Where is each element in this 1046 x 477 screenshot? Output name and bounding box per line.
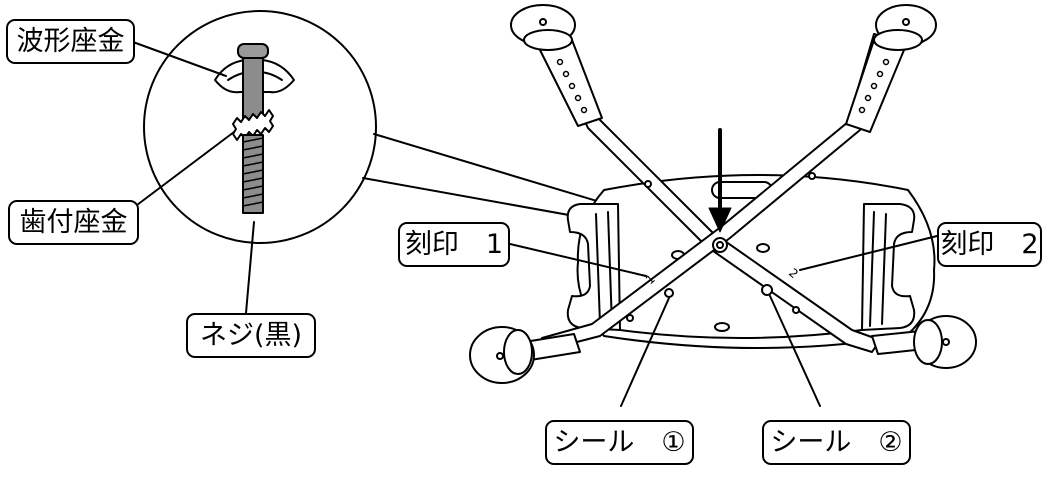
rubber-feet <box>469 4 977 384</box>
seat-right-wing <box>861 203 916 331</box>
seal1-leader <box>620 297 670 407</box>
mark2-leader <box>799 235 938 271</box>
screw-detail <box>132 41 295 314</box>
thread-lines <box>242 137 264 207</box>
toothed-washer-leader <box>136 131 235 206</box>
seal-1-dot <box>664 288 674 298</box>
seat-hole-right <box>756 243 770 253</box>
leg-hole-5 <box>792 306 800 314</box>
screw-leader <box>245 221 255 314</box>
seat-left-wing <box>566 203 621 331</box>
down-arrow-icon <box>708 128 732 233</box>
screw-head <box>237 43 269 59</box>
foot-bottom-right <box>913 315 977 369</box>
center-screw-outer <box>712 237 728 253</box>
foot-top-right <box>873 4 937 51</box>
toothed-washer-shape <box>232 109 274 141</box>
leg-hole-4 <box>626 314 634 322</box>
screw-shank <box>242 57 264 121</box>
seat-hole-front <box>714 322 730 332</box>
leg-hole-2 <box>808 172 816 180</box>
label-screw-black: ネジ(黒) <box>186 313 316 358</box>
mark1-leader <box>509 243 647 277</box>
label-wave-washer: 波形座金 <box>6 19 135 64</box>
label-toothed-washer: 歯付座金 <box>8 200 139 245</box>
label-seal-2: シール ② <box>762 420 911 465</box>
center-fastener <box>712 237 728 253</box>
leg-hole-1 <box>644 180 652 188</box>
seat-right-ribs <box>869 211 887 327</box>
seat-left-ribs <box>595 211 613 327</box>
wave-washer-leader <box>132 41 227 77</box>
seal-2-dot <box>761 284 773 296</box>
label-seal-1: シール ① <box>545 420 694 465</box>
center-screw-inner <box>716 241 724 249</box>
foot-bottom-left <box>469 326 535 384</box>
adjust-holes <box>556 58 890 114</box>
foot-top-left <box>510 4 576 51</box>
label-mark-1: 刻印 1 <box>398 222 510 267</box>
label-mark-2: 刻印 2 <box>937 222 1042 267</box>
seal2-leader <box>769 295 821 407</box>
